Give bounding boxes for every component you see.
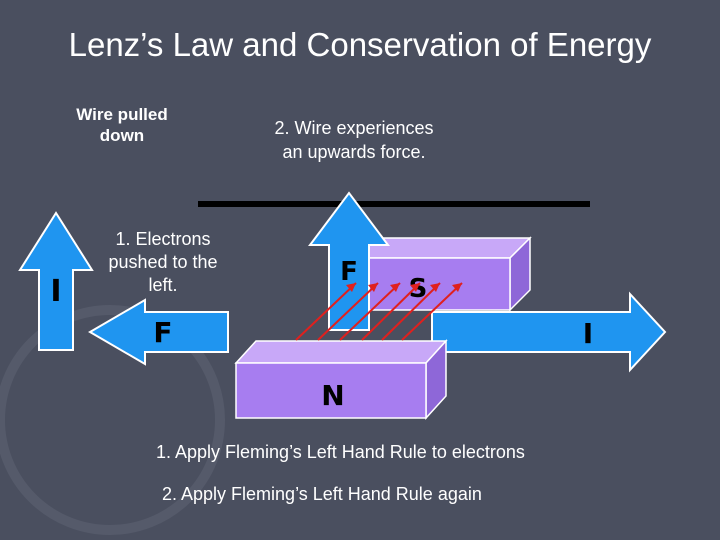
force-arrow-left: [88, 298, 229, 366]
wire-pulled-label: Wire pulled down: [76, 105, 168, 145]
slide-title: Lenz’s Law and Conservation of Energy: [68, 26, 652, 63]
current-symbol-left: I: [50, 274, 61, 309]
current-arrow-right: [431, 291, 667, 373]
south-magnet: [344, 236, 532, 312]
force-symbol-left: F: [153, 316, 172, 349]
north-pole-symbol: N: [321, 379, 344, 412]
electrons-pushed-label: 1. Electrons pushed to the left.: [108, 229, 218, 295]
watermark-ring: [0, 305, 225, 535]
force-symbol-up: F: [340, 257, 358, 287]
current-arrow-up: [18, 211, 94, 351]
north-magnet: [234, 339, 448, 420]
current-symbol-right: I: [583, 317, 593, 350]
instruction-step-2: 2. Apply Fleming’s Left Hand Rule again: [162, 484, 482, 504]
wire-force-label: 2. Wire experiences an upwards force.: [274, 118, 434, 162]
force-arrow-up: [308, 191, 390, 331]
south-pole-symbol: S: [409, 274, 428, 304]
instruction-step-1: 1. Apply Fleming’s Left Hand Rule to ele…: [156, 442, 525, 462]
magnetic-field-lines: [295, 282, 463, 341]
